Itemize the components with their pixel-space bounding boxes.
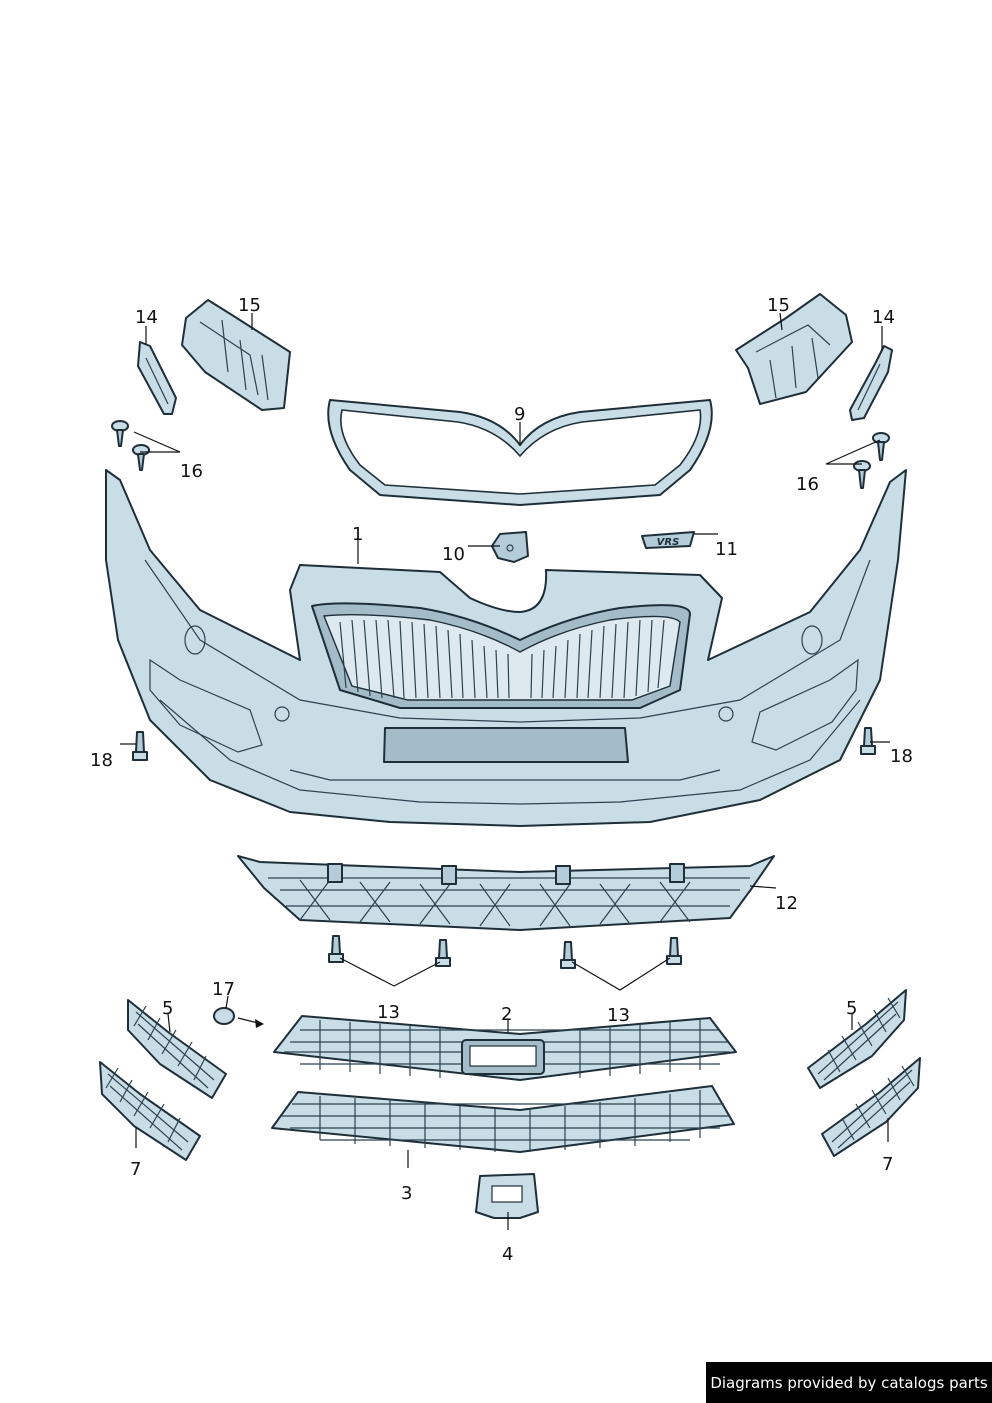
side-grille-7-left bbox=[99, 1061, 201, 1161]
callout-5-left: 5 bbox=[162, 998, 173, 1019]
bracket-left bbox=[181, 299, 291, 411]
callout-14-left: 14 bbox=[135, 307, 158, 328]
screw-13-b bbox=[435, 939, 451, 967]
callout-18-left: 18 bbox=[90, 750, 113, 771]
callout-15-left: 15 bbox=[238, 295, 261, 316]
screw-16-left-a bbox=[111, 420, 129, 447]
pin-18-left bbox=[132, 731, 148, 761]
guide-strip-left bbox=[137, 341, 177, 415]
side-grille-5-right bbox=[807, 989, 907, 1089]
callout-9: 9 bbox=[514, 404, 525, 425]
screw-13-a bbox=[328, 935, 344, 963]
callout-10: 10 bbox=[442, 544, 465, 565]
badge-text: VRS bbox=[657, 537, 680, 548]
bumper-cover bbox=[105, 469, 907, 827]
screw-13-c bbox=[560, 941, 576, 969]
side-grille-5-left bbox=[127, 999, 227, 1099]
callout-3: 3 bbox=[401, 1183, 412, 1204]
callout-17: 17 bbox=[212, 979, 235, 1000]
callout-5-right: 5 bbox=[846, 998, 857, 1019]
bumper-carrier bbox=[237, 855, 775, 931]
callout-12: 12 bbox=[775, 893, 798, 914]
guide-strip-right bbox=[849, 345, 893, 421]
callout-4: 4 bbox=[502, 1244, 513, 1265]
callout-18-right: 18 bbox=[890, 746, 913, 767]
callout-16-right: 16 bbox=[796, 474, 819, 495]
clip-10 bbox=[491, 531, 529, 563]
callout-11: 11 bbox=[715, 539, 738, 560]
leader-lines bbox=[120, 312, 890, 1230]
screw-16-right-a bbox=[872, 432, 890, 461]
camera-holder-4 bbox=[475, 1173, 539, 1219]
callout-7-left: 7 bbox=[130, 1159, 141, 1180]
tow-cap-17 bbox=[213, 1007, 264, 1028]
callout-labels: 14 15 15 14 9 16 16 1 10 11 18 18 12 17 … bbox=[90, 295, 913, 1265]
credit-text: Diagrams provided by catalogs parts bbox=[710, 1373, 988, 1392]
grille-frame bbox=[327, 399, 713, 506]
callout-13-left: 13 bbox=[377, 1002, 400, 1023]
side-grille-7-right bbox=[821, 1057, 921, 1157]
screw-16-right-b bbox=[853, 460, 871, 489]
callout-7-right: 7 bbox=[882, 1154, 893, 1175]
lower-grille-bottom bbox=[271, 1085, 735, 1153]
callout-14-right: 14 bbox=[872, 307, 895, 328]
callout-2: 2 bbox=[501, 1004, 512, 1025]
lower-grille-upper bbox=[273, 1015, 737, 1081]
bracket-right bbox=[735, 293, 853, 405]
badge-vrs: VRS bbox=[641, 531, 695, 549]
callout-1: 1 bbox=[352, 524, 363, 545]
callout-13-right: 13 bbox=[607, 1005, 630, 1026]
callout-16-left: 16 bbox=[180, 461, 203, 482]
screw-13-d bbox=[666, 937, 682, 965]
screw-16-left-b bbox=[132, 444, 150, 471]
credit-banner: Diagrams provided by catalogs parts bbox=[706, 1362, 992, 1403]
pin-18-right bbox=[860, 727, 876, 755]
callout-15-right: 15 bbox=[767, 295, 790, 316]
